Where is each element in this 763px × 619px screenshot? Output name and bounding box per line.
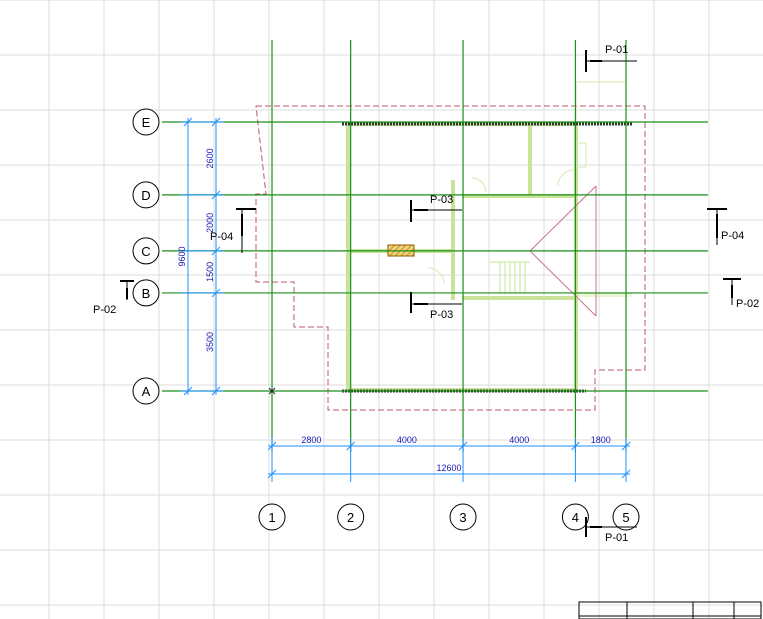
section-mark-p01-bottom bbox=[585, 517, 637, 537]
dimension-tick bbox=[621, 441, 631, 451]
building-outline bbox=[255, 105, 646, 411]
section-mark-p03-top bbox=[410, 200, 462, 222]
axis-label-5: 5 bbox=[622, 510, 629, 525]
dimension-tick bbox=[183, 117, 193, 127]
dimension-text-vertical: 3500 bbox=[205, 332, 215, 352]
dimension-text-horizontal: 2800 bbox=[301, 435, 321, 445]
section-label-p03-top: P-03 bbox=[430, 194, 453, 206]
section-label-p02-right: P-02 bbox=[736, 298, 759, 310]
axis-label-A: A bbox=[142, 384, 151, 399]
axis-bubble-3 bbox=[449, 503, 477, 531]
section-label-p04-right: P-04 bbox=[721, 230, 744, 242]
origin-marker bbox=[268, 387, 276, 395]
section-mark-p03-bottom bbox=[410, 292, 462, 313]
axis-bubble-2 bbox=[337, 503, 365, 531]
axis-bubble-1 bbox=[258, 503, 286, 531]
dimension-text-vertical: 1500 bbox=[205, 262, 215, 282]
section-label-p03-bottom: P-03 bbox=[430, 309, 453, 321]
axis-grid-lines bbox=[162, 40, 708, 452]
section-mark-p04-right bbox=[707, 208, 727, 245]
axis-label-D: D bbox=[141, 188, 150, 203]
axis-bubble-D bbox=[132, 181, 160, 209]
walls bbox=[346, 122, 578, 392]
stair-treads bbox=[490, 261, 530, 294]
axis-label-1: 1 bbox=[268, 510, 275, 525]
dimension-tick bbox=[267, 469, 277, 479]
axis-label-3: 3 bbox=[459, 510, 466, 525]
section-label-p01-bottom: P-01 bbox=[605, 532, 628, 544]
dimension-tick bbox=[211, 190, 221, 200]
section-mark-p04-left bbox=[236, 208, 256, 253]
dimension-tick bbox=[458, 441, 468, 451]
title-block bbox=[578, 601, 762, 619]
axis-label-4: 4 bbox=[572, 510, 579, 525]
dimension-tick bbox=[211, 288, 221, 298]
dimension-tick bbox=[211, 386, 221, 396]
dimension-tick bbox=[211, 246, 221, 256]
axis-label-2: 2 bbox=[347, 510, 354, 525]
dimension-tick bbox=[211, 117, 221, 127]
axis-bubble-B bbox=[132, 279, 160, 307]
section-label-p02-left: P-02 bbox=[93, 304, 116, 316]
dimension-text-horizontal: 4000 bbox=[397, 435, 417, 445]
axis-bubbles: 1 2 3 4 5 E D C B A bbox=[132, 108, 640, 531]
dimension-tick bbox=[267, 441, 277, 451]
axis-bubble-E bbox=[132, 108, 160, 136]
section-mark-p01-top bbox=[585, 50, 637, 72]
axis-bubble-4 bbox=[561, 503, 589, 531]
dimension-text-horizontal-total: 12600 bbox=[436, 463, 461, 473]
dimension-tick bbox=[346, 441, 356, 451]
section-mark-p02-right bbox=[723, 278, 741, 305]
axis-bubble-5 bbox=[612, 503, 640, 531]
dimension-text-horizontal: 4000 bbox=[509, 435, 529, 445]
dimension-tick bbox=[183, 386, 193, 396]
section-mark-p02-left bbox=[120, 280, 134, 300]
dimension-text-horizontal: 1800 bbox=[591, 435, 611, 445]
dimension-text-vertical: 2600 bbox=[205, 148, 215, 168]
axis-label-C: C bbox=[141, 244, 150, 259]
dimension-chains: 2800 4000 4000 1800 12600 2600 2000 1500 3500 960… bbox=[177, 117, 631, 482]
section-label-p01-top: P-01 bbox=[605, 44, 628, 56]
section-label-p04-left: P-04 bbox=[210, 231, 233, 243]
axis-label-E: E bbox=[142, 115, 151, 130]
dimension-text-vertical-total: 9600 bbox=[177, 246, 187, 266]
dimension-tick bbox=[621, 469, 631, 479]
axis-bubble-A bbox=[132, 377, 160, 405]
axis-label-B: B bbox=[142, 286, 151, 301]
dimension-text-vertical: 2000 bbox=[205, 213, 215, 233]
axis-bubble-C bbox=[132, 237, 160, 265]
dimension-tick bbox=[571, 441, 580, 451]
